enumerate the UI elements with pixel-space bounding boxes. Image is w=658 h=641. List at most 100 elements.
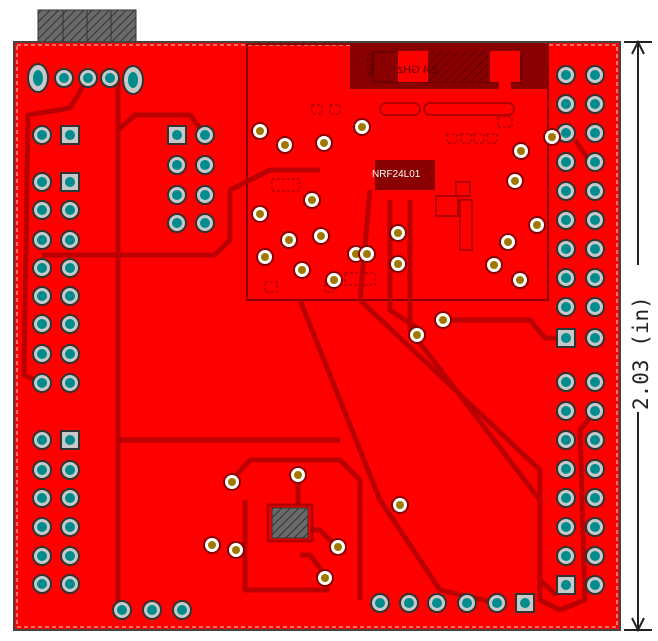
round-pad	[585, 123, 605, 143]
via	[276, 136, 294, 154]
round-pad	[195, 213, 215, 233]
round-pad	[60, 373, 80, 393]
round-pad	[32, 430, 52, 450]
round-pad	[585, 239, 605, 259]
round-pad	[172, 600, 192, 620]
round-pad	[32, 258, 52, 278]
square-pad	[515, 593, 535, 613]
round-pad	[585, 546, 605, 566]
round-pad	[32, 230, 52, 250]
via	[312, 227, 330, 245]
round-pad	[585, 328, 605, 348]
antenna-frequency-label: 2.4 GHz	[398, 64, 438, 76]
round-pad	[556, 65, 576, 85]
round-pad	[60, 460, 80, 480]
round-pad	[32, 125, 52, 145]
round-pad	[556, 546, 576, 566]
round-pad	[32, 172, 52, 192]
round-pad	[195, 185, 215, 205]
round-pad	[60, 546, 80, 566]
via	[256, 248, 274, 266]
via	[251, 122, 269, 140]
round-pad	[585, 372, 605, 392]
via	[408, 326, 426, 344]
round-pad	[32, 460, 52, 480]
via	[289, 466, 307, 484]
round-pad	[487, 593, 507, 613]
round-pad	[585, 488, 605, 508]
round-pad	[195, 125, 215, 145]
round-pad	[370, 593, 390, 613]
round-pad	[556, 210, 576, 230]
via	[203, 536, 221, 554]
round-pad	[427, 593, 447, 613]
square-pad	[167, 125, 187, 145]
round-pad	[585, 65, 605, 85]
round-pad	[556, 239, 576, 259]
round-pad	[60, 488, 80, 508]
round-pad	[60, 344, 80, 364]
round-pad	[27, 63, 49, 93]
round-pad	[556, 268, 576, 288]
via	[434, 311, 452, 329]
round-pad	[112, 600, 132, 620]
via	[485, 256, 503, 274]
round-pad	[100, 68, 120, 88]
round-pad	[585, 268, 605, 288]
round-pad	[556, 372, 576, 392]
module-label: NRF24L01	[372, 169, 421, 180]
via	[389, 224, 407, 242]
round-pad	[585, 459, 605, 479]
via	[543, 128, 561, 146]
via	[316, 569, 334, 587]
round-pad	[78, 68, 98, 88]
round-pad	[556, 123, 576, 143]
round-pad	[457, 593, 477, 613]
round-pad	[585, 575, 605, 595]
round-pad	[585, 181, 605, 201]
via	[358, 245, 376, 263]
via	[325, 271, 343, 289]
round-pad	[60, 517, 80, 537]
via	[389, 255, 407, 273]
via	[499, 233, 517, 251]
round-pad	[32, 546, 52, 566]
round-pad	[60, 230, 80, 250]
round-pad	[60, 314, 80, 334]
pads	[27, 63, 605, 620]
round-pad	[556, 488, 576, 508]
round-pad	[32, 517, 52, 537]
round-pad	[556, 430, 576, 450]
via	[353, 118, 371, 136]
via	[293, 261, 311, 279]
antenna-label: ANT1	[366, 51, 377, 77]
round-pad	[167, 213, 187, 233]
round-pad	[556, 401, 576, 421]
round-pad	[32, 574, 52, 594]
round-pad	[122, 65, 144, 95]
round-pad	[60, 574, 80, 594]
square-pad	[60, 172, 80, 192]
round-pad	[556, 181, 576, 201]
via	[315, 134, 333, 152]
round-pad	[54, 68, 74, 88]
via	[506, 172, 524, 190]
round-pad	[32, 314, 52, 334]
round-pad	[142, 600, 162, 620]
round-pad	[556, 94, 576, 114]
via	[512, 142, 530, 160]
via	[303, 191, 321, 209]
round-pad	[32, 286, 52, 306]
nrf24l01-module: ANT1 2.4 GHz NRF24L01	[246, 43, 549, 301]
ic-chip	[266, 503, 314, 543]
round-pad	[556, 152, 576, 172]
round-pad	[399, 593, 419, 613]
round-pad	[585, 297, 605, 317]
round-pad	[60, 200, 80, 220]
dimension-label: 2.03 (in)	[629, 296, 653, 410]
board-edge-dashed	[16, 44, 618, 628]
round-pad	[60, 258, 80, 278]
via	[391, 496, 409, 514]
round-pad	[556, 297, 576, 317]
round-pad	[167, 185, 187, 205]
